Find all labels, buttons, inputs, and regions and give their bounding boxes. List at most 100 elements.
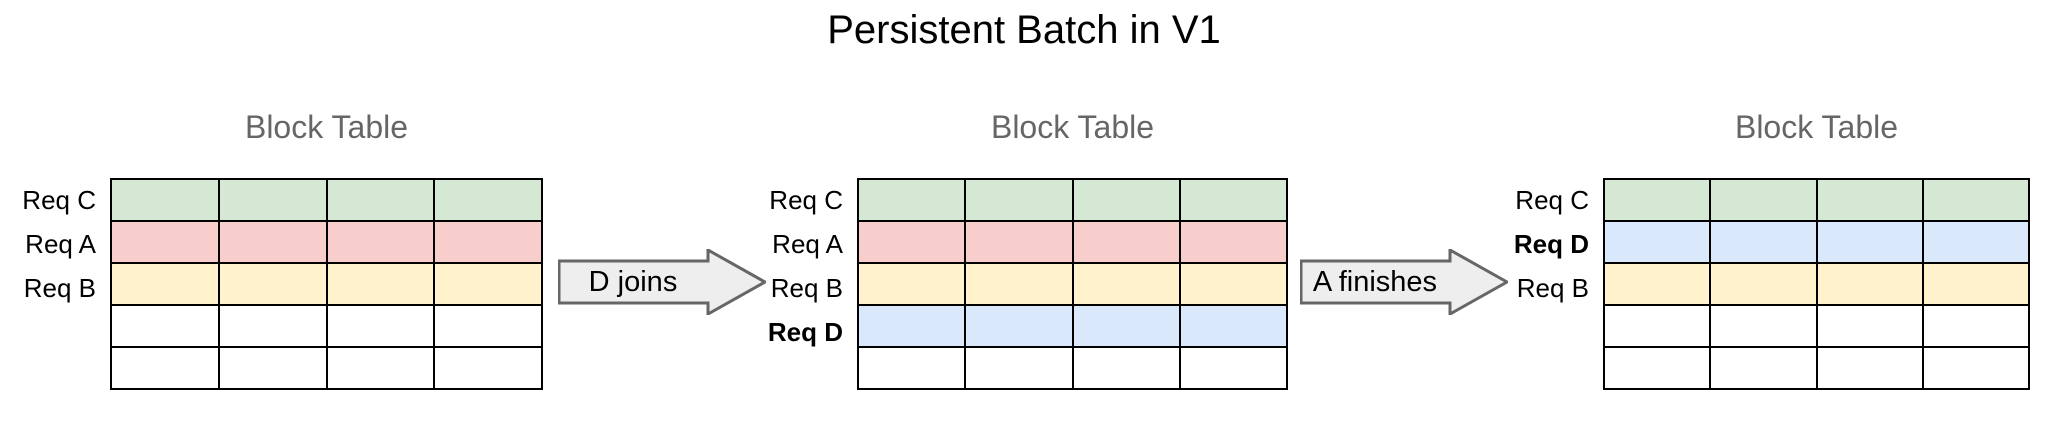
block-cell[interactable] (856, 262, 967, 306)
block-cell[interactable] (1709, 304, 1818, 348)
stage-2-row-label-3: Req D (767, 317, 843, 347)
block-cell[interactable] (1071, 178, 1181, 222)
stage-2-row-label-1: Req A (772, 229, 843, 259)
block-cell[interactable] (110, 220, 220, 264)
block-cell[interactable] (1815, 178, 1924, 222)
block-cell[interactable] (1178, 262, 1289, 306)
stage-1-row-labels: Req C Req A Req B (6, 178, 106, 398)
stage-1-row-label-2: Req B (23, 273, 96, 303)
block-cell[interactable] (325, 220, 436, 264)
stage-1-table-title: Block Table (244, 109, 409, 145)
transition-d-joins-label: D joins (588, 266, 678, 298)
arrow-right-icon (1300, 249, 1508, 315)
block-cell[interactable] (110, 304, 220, 348)
table-row (1602, 262, 2031, 306)
block-cell[interactable] (1921, 304, 2031, 348)
block-cell[interactable] (433, 220, 543, 264)
block-cell[interactable] (1921, 178, 2031, 222)
block-cell[interactable] (1071, 304, 1181, 348)
transition-a-finishes-label: A finishes (1312, 266, 1438, 298)
block-cell[interactable] (110, 178, 220, 222)
block-cell[interactable] (1815, 262, 1924, 306)
block-cell[interactable] (433, 346, 543, 390)
stage-3-row-label-1: Req D (1513, 229, 1589, 259)
block-cell[interactable] (433, 304, 543, 348)
table-row (110, 178, 543, 222)
block-cell[interactable] (1709, 178, 1818, 222)
block-cell[interactable] (1602, 178, 1712, 222)
block-cell[interactable] (1815, 346, 1924, 390)
stage-2-row-label-0: Req C (769, 185, 843, 215)
stage-3-block-table (1602, 178, 2031, 390)
block-cell[interactable] (217, 220, 328, 264)
block-cell[interactable] (1071, 262, 1181, 306)
block-cell[interactable] (110, 346, 220, 390)
block-cell[interactable] (325, 304, 436, 348)
block-cell[interactable] (217, 178, 328, 222)
stage-2-table-title: Block Table (990, 109, 1155, 145)
block-cell[interactable] (1921, 262, 2031, 306)
table-row (1602, 304, 2031, 348)
arrow-right-icon (558, 249, 766, 315)
block-cell[interactable] (325, 178, 436, 222)
block-cell[interactable] (217, 346, 328, 390)
block-cell[interactable] (217, 304, 328, 348)
block-cell[interactable] (1602, 262, 1712, 306)
stage-block-table-1: Block Table Req C Req A Req B (0, 0, 560, 421)
block-cell[interactable] (1178, 178, 1289, 222)
block-cell[interactable] (1815, 220, 1924, 264)
stage-3-table-title: Block Table (1734, 109, 1899, 145)
block-cell[interactable] (110, 262, 220, 306)
block-cell[interactable] (856, 346, 967, 390)
block-cell[interactable] (1071, 220, 1181, 264)
block-cell[interactable] (433, 178, 543, 222)
block-cell[interactable] (1178, 346, 1289, 390)
block-cell[interactable] (1178, 304, 1289, 348)
table-row (110, 262, 543, 306)
block-cell[interactable] (1709, 346, 1818, 390)
block-cell[interactable] (1602, 220, 1712, 264)
stage-1-row-label-0: Req C (22, 185, 96, 215)
stage-3-row-label-0: Req C (1515, 185, 1589, 215)
block-cell[interactable] (856, 304, 967, 348)
block-cell[interactable] (325, 346, 436, 390)
transition-d-joins: D joins (558, 249, 766, 315)
block-cell[interactable] (325, 262, 436, 306)
block-cell[interactable] (1815, 304, 1924, 348)
table-row (856, 262, 1289, 306)
block-cell[interactable] (217, 262, 328, 306)
table-row (110, 304, 543, 348)
block-cell[interactable] (1709, 262, 1818, 306)
table-row (110, 346, 543, 390)
table-row (856, 346, 1289, 390)
table-row (110, 220, 543, 264)
page-title: Persistent Batch in V1 (827, 8, 1221, 52)
block-cell[interactable] (1071, 346, 1181, 390)
table-row (1602, 178, 2031, 222)
block-cell[interactable] (964, 304, 1074, 348)
table-row (1602, 220, 2031, 264)
stage-2-block-table (856, 178, 1289, 390)
block-cell[interactable] (1602, 304, 1712, 348)
block-cell[interactable] (1921, 346, 2031, 390)
block-cell[interactable] (1602, 346, 1712, 390)
block-cell[interactable] (856, 178, 967, 222)
block-cell[interactable] (964, 262, 1074, 306)
table-row (1602, 346, 2031, 390)
block-cell[interactable] (1709, 220, 1818, 264)
transition-a-finishes: A finishes (1300, 249, 1508, 315)
block-cell[interactable] (964, 346, 1074, 390)
block-cell[interactable] (964, 178, 1074, 222)
table-row (856, 178, 1289, 222)
table-row (856, 304, 1289, 348)
block-cell[interactable] (1921, 220, 2031, 264)
block-cell[interactable] (856, 220, 967, 264)
stage-1-row-label-1: Req A (25, 229, 96, 259)
block-cell[interactable] (1178, 220, 1289, 264)
block-cell[interactable] (433, 262, 543, 306)
block-cell[interactable] (964, 220, 1074, 264)
